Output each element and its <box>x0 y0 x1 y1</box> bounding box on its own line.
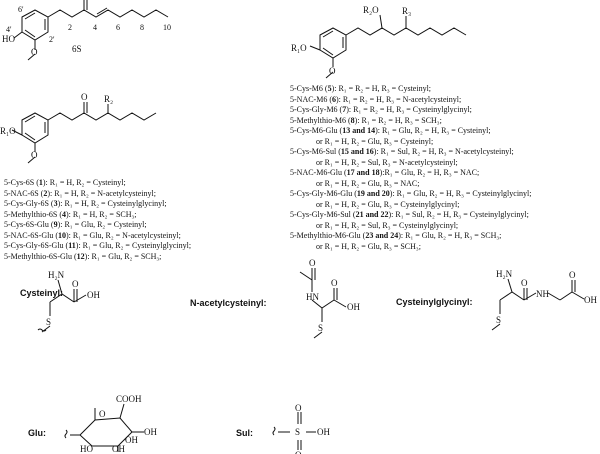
sul-title: Sul: <box>236 428 253 438</box>
list-item: 5-Methylthio-6S (4): R₁ = H, R₂ = SCH₃; <box>4 209 137 219</box>
c2p-label: 2' <box>49 35 55 44</box>
list-item: 5-Cys-M6-Sul (15 and 16): R₁ = Sul, R₂ =… <box>290 147 514 156</box>
list-item: 5-Cys-Gly-M6 (7): R₁ = R₂ = H, R₃ = Cyst… <box>290 105 472 114</box>
cysgly-o-label: O <box>521 278 528 288</box>
list-item: 5-Cys-6S-Glu (9): R₁ = Glu, R₂ = Cystein… <box>4 220 147 229</box>
c2-label: 2 <box>68 23 72 32</box>
r1o-label: R₁O <box>0 126 16 136</box>
list-item: or R₁ = H, R₂ = Glu, R₃ = Cysteinylglyci… <box>316 199 460 209</box>
glu-cooh-label: COOH <box>116 394 142 404</box>
cysgly-nh-label: NH <box>536 289 549 299</box>
sul-oh-label: OH <box>317 427 330 437</box>
glu-oh3-label: OH <box>112 444 125 454</box>
list-item: 5-NAC-M6 (6): R₁ = R₂ = H, R₃ = N-acetyl… <box>290 94 462 104</box>
nac-title: N-acetylcysteinyl: <box>190 298 267 308</box>
sul-o2-label: O <box>295 450 302 454</box>
list-item: 5-Cys-Gly-M6-Sul (21 and 22): R₁ = Sul, … <box>290 210 529 219</box>
cysgly-o2-label: O <box>569 270 576 280</box>
compound-6s-label: 6S <box>72 44 82 54</box>
cysgly-oh-label: OH <box>584 295 597 305</box>
cys-o-label: O <box>72 279 79 289</box>
nac-hn-label: HN <box>306 292 319 302</box>
c4-label: 4 <box>93 23 97 32</box>
ho-label: HO <box>2 34 15 44</box>
c10-label: 10 <box>163 23 171 32</box>
list-item: 5-Cys-M6-Glu (13 and 14): R₁ = Glu, R₂ =… <box>290 126 491 135</box>
list-item: or R₁ = H, R₂ = Sul, R₃ = Cysteinylglyci… <box>316 220 459 230</box>
glu-o-label: O <box>99 409 106 419</box>
cys-s-label: S <box>46 317 51 327</box>
list-item: 5-NAC-6S (2): R₁ = H, R₂ = N-acetylcyste… <box>4 188 156 198</box>
sul-s-label: S <box>295 427 300 437</box>
list-item: 5-Methylthio-6S-Glu (12): R₁ = Glu, R₂ =… <box>4 251 162 261</box>
ketone-o-label: O <box>81 92 88 102</box>
list-item: or R₁ = H, R₂ = Glu, R₃ = NAC; <box>316 178 420 188</box>
nac-oh-label: OH <box>347 302 360 312</box>
list-item: 5-Cys-Gly-6S-Glu (11): R₁ = Glu, R₂ = Cy… <box>4 241 192 250</box>
list-item: or R₁ = H, R₂ = Glu, R₃ = SCH₃; <box>316 241 421 251</box>
cysteinyl-title: Cysteinyl: <box>20 288 64 298</box>
compound-list-left: 5-Cys-6S (1): R₁ = H, R₂ = Cysteinyl; 5-… <box>4 178 191 262</box>
r2o-label: R₂O <box>363 5 379 15</box>
glu-title: Glu: <box>28 428 46 438</box>
list-item: 5-Cys-Gly-6S (3): R₁ = H, R₂ = Cysteinyl… <box>4 199 167 208</box>
list-item: 5-Cys-M6 (5): R₁ = R₂ = H, R₃ = Cysteiny… <box>290 84 432 93</box>
r1o-label: R₁O <box>291 43 307 53</box>
sul-o1-label: O <box>295 403 302 413</box>
c4p-label: 4' <box>6 25 12 34</box>
cys-oh-label: OH <box>87 290 100 300</box>
glu-oh1-label: OH <box>144 427 157 437</box>
cys-h2n-label: H₂N <box>48 270 65 280</box>
glu-ho-label: HO <box>80 444 93 454</box>
list-item: 5-Methylthio-M6-Glu (23 and 24): R₁ = Gl… <box>290 231 502 240</box>
nac-s-label: S <box>318 323 323 333</box>
o-label: O <box>329 66 336 76</box>
list-item: or R₁ = H, R₂ = Glu, R₃ = Cysteinyl; <box>316 136 434 146</box>
c6-label: 6 <box>116 23 120 32</box>
cysgly-h2n-label: H₂N <box>496 269 513 279</box>
glu-oh2-label: OH <box>125 435 138 445</box>
nac-top-o-label: O <box>309 258 316 268</box>
c6p-label: 6' <box>18 5 24 14</box>
list-item: 5-Cys-Gly-M6-Glu (19 and 20): R₁ = Glu, … <box>290 189 532 198</box>
list-item: 5-NAC-6S-Glu (10): R₁ = Glu, R₂ = N-acet… <box>4 230 181 240</box>
nac-o-label: O <box>331 278 338 288</box>
cysgly-title: Cysteinylglycinyl: <box>396 297 473 307</box>
list-item: 5-Cys-6S (1): R₁ = H, R₂ = Cysteinyl; <box>4 178 126 187</box>
r2-label: R₂ <box>104 94 113 104</box>
c8-label: 8 <box>140 23 144 32</box>
list-item: or R₁ = H, R₂ = Sul, R₃ = N-acetylcystei… <box>316 157 458 167</box>
o-label: O <box>31 150 38 160</box>
cysgly-s-label: S <box>496 315 501 325</box>
list-item: 5-NAC-M6-Glu (17 and 18):R₁ = Glu, R₂ = … <box>290 168 480 177</box>
o-label: O <box>31 47 38 57</box>
compound-list-right: 5-Cys-M6 (5): R₁ = R₂ = H, R₃ = Cysteiny… <box>290 84 531 252</box>
r3-label: R₃ <box>402 6 411 16</box>
list-item: 5-Methylthio-M6 (8): R₁ = R₂ = H, R₃ = S… <box>290 115 442 125</box>
